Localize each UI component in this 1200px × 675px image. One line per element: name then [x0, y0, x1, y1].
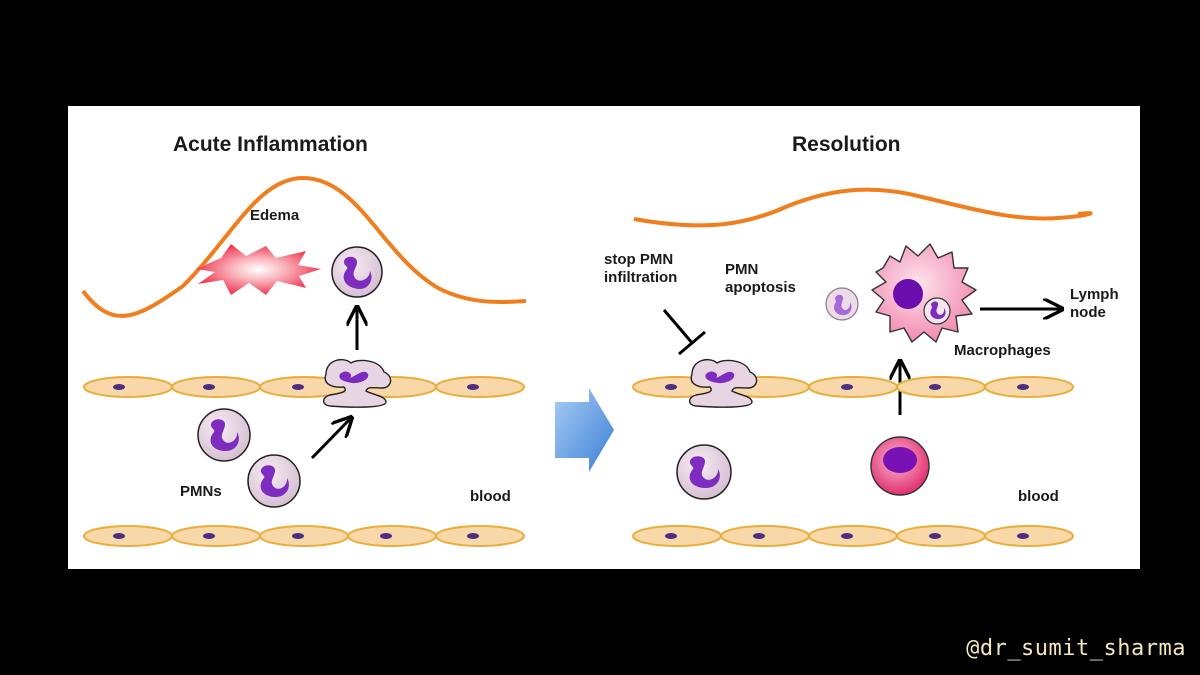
- tissue-curve-resolved: [633, 187, 1093, 228]
- watermark-handle: @dr_sumit_sharma: [966, 636, 1186, 661]
- figure-panel: Acute Inflammation Edema PMNs blood Reso…: [68, 106, 1140, 569]
- pmn-blood-1: [197, 408, 251, 462]
- macrophage: [871, 243, 977, 343]
- title-resolution: Resolution: [792, 133, 901, 156]
- endothelium-right-lower: [632, 525, 1074, 547]
- inflammation-diagram: [81, 175, 1093, 547]
- edema-burst-icon: [196, 244, 321, 295]
- blood-label-left: blood: [470, 488, 511, 505]
- macrophages-label: Macrophages: [954, 342, 1051, 359]
- pmn-in-tissue: [331, 246, 383, 298]
- endothelium-left-upper: [83, 376, 525, 398]
- lymph-node-label: Lymph node: [1070, 286, 1119, 321]
- apoptotic-pmn: [825, 287, 859, 321]
- transmigrating-pmn-right: [688, 359, 758, 408]
- pmns-label: PMNs: [180, 483, 222, 500]
- arrow-migration: [310, 419, 350, 460]
- stop-pmn-infiltration-label: stop PMN infiltration: [604, 251, 678, 286]
- title-acute-inflammation: Acute Inflammation: [173, 133, 368, 156]
- transmigrating-pmn-left: [322, 359, 392, 408]
- endothelium-left-lower: [83, 525, 525, 547]
- edema-label: Edema: [250, 207, 300, 224]
- pmn-blood-right: [676, 444, 732, 500]
- inhibition-symbol-icon: [662, 309, 706, 356]
- blood-label-right: blood: [1018, 488, 1059, 505]
- pmn-blood-2: [247, 454, 301, 508]
- monocyte: [870, 436, 930, 496]
- pmn-apoptosis-label: PMN apoptosis: [725, 261, 796, 296]
- transition-arrow-icon: [555, 388, 614, 472]
- tissue-edema-curve: [81, 175, 527, 318]
